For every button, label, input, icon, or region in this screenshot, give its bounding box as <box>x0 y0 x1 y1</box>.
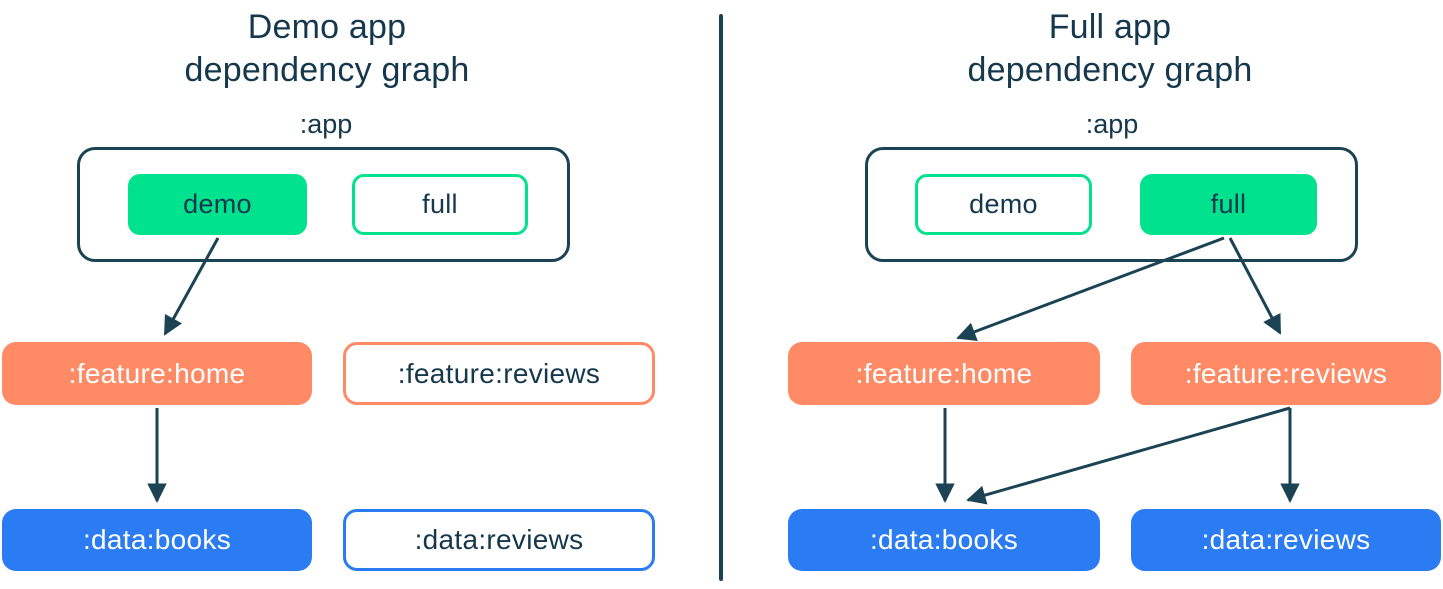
node-label: :data:reviews <box>1201 524 1371 555</box>
node-demo-feature-reviews: :feature:reviews <box>343 342 655 405</box>
node-label: demo <box>969 189 1038 219</box>
node-demo-data-reviews: :data:reviews <box>343 509 655 571</box>
node-label: :data:reviews <box>414 524 584 555</box>
node-label: :feature:home <box>855 357 1033 389</box>
full-panel-title: Full app dependency graph <box>810 6 1410 92</box>
demo-app-module-label: :app <box>299 109 353 139</box>
node-label: :data:books <box>869 524 1019 555</box>
node-full-variant-demo: demo <box>915 174 1092 235</box>
node-full-data-books: :data:books <box>788 509 1100 571</box>
node-demo-variant-demo: demo <box>128 174 307 235</box>
full-app-module-label: :app <box>1085 109 1139 139</box>
edge-feature-reviews-to-data-books <box>966 406 1291 505</box>
node-demo-data-books: :data:books <box>2 509 312 571</box>
node-label: full <box>422 189 458 219</box>
node-label: demo <box>183 189 252 219</box>
node-demo-variant-full: full <box>352 174 528 235</box>
node-demo-feature-home: :feature:home <box>2 342 312 405</box>
node-label: :data:books <box>82 524 232 555</box>
node-full-data-reviews: :data:reviews <box>1131 509 1441 571</box>
full-panel-title-line2: dependency graph <box>967 51 1253 89</box>
full-panel-title-line1: Full app <box>1048 8 1172 46</box>
demo-panel-title: Demo app dependency graph <box>27 6 627 92</box>
demo-panel-title-line1: Demo app <box>247 8 407 46</box>
node-label: :feature:reviews <box>1184 357 1388 389</box>
node-full-variant-full: full <box>1140 174 1317 235</box>
panel-divider <box>719 14 723 581</box>
node-label: :feature:home <box>68 357 246 389</box>
demo-app-module-box <box>77 147 570 262</box>
node-full-feature-home: :feature:home <box>788 342 1100 405</box>
node-full-feature-reviews: :feature:reviews <box>1131 342 1441 405</box>
demo-panel-title-line2: dependency graph <box>184 51 470 89</box>
node-label: :feature:reviews <box>397 357 601 389</box>
node-label: full <box>1210 189 1247 219</box>
